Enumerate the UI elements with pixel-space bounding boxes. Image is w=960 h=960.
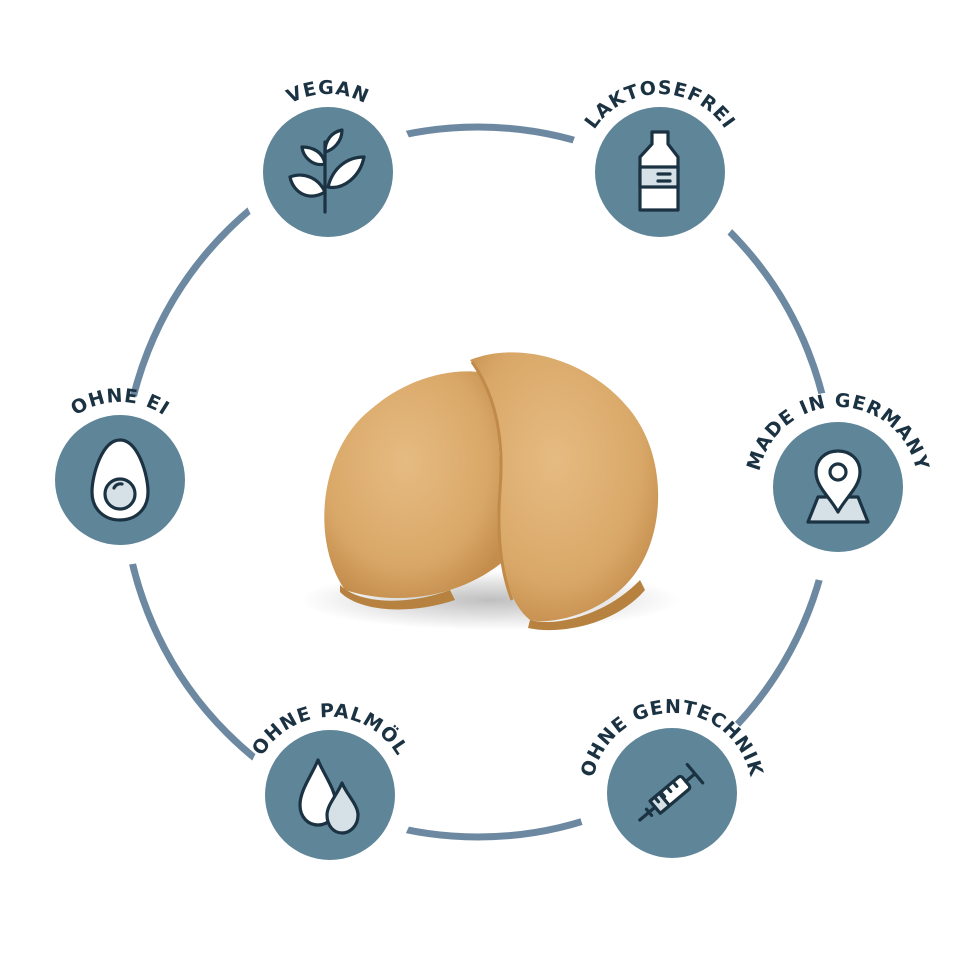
map-pin-icon [806, 449, 870, 524]
oil-drops-icon [298, 758, 360, 835]
fortune-cookie-image [300, 352, 680, 631]
milk-bottle-icon [638, 130, 680, 212]
leaf-icon [288, 128, 366, 214]
egg-icon [90, 438, 150, 522]
syringe-icon [638, 762, 705, 822]
